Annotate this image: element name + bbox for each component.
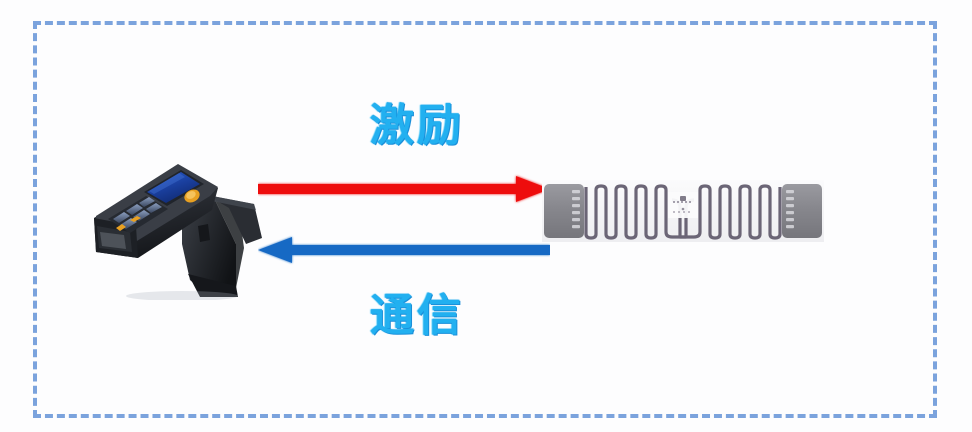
reader-trigger-button xyxy=(184,189,200,203)
tag-left-pad xyxy=(544,184,584,238)
tag-right-pad xyxy=(782,184,822,238)
tag-antenna-right xyxy=(671,184,782,240)
handheld-rfid-reader-illustration xyxy=(94,164,262,301)
excitation-arrow xyxy=(258,172,550,208)
communication-label: 通信 xyxy=(370,290,464,341)
tag-chip-strap xyxy=(668,192,698,218)
reader-keypad xyxy=(108,196,168,233)
handheld-rfid-reader: handheld-rfid-reader xyxy=(86,140,266,301)
uhf-rfid-tag: uhf-rfid-tag xyxy=(542,178,824,248)
dashed-frame-border xyxy=(33,21,937,418)
tag-antenna-left xyxy=(584,184,695,240)
communication-arrow-shape xyxy=(258,237,550,263)
reader-shadow xyxy=(126,291,238,301)
excitation-label: 激励 xyxy=(370,100,464,151)
uhf-rfid-tag-illustration xyxy=(542,180,824,242)
reader-screen xyxy=(144,170,204,206)
communication-arrow xyxy=(258,232,550,268)
tag-chip xyxy=(680,196,686,201)
reader-function-keys xyxy=(116,216,141,231)
reader-handle-bridge xyxy=(207,195,262,244)
reader-pull-trigger xyxy=(198,224,210,242)
excitation-arrow-shape xyxy=(258,176,550,202)
